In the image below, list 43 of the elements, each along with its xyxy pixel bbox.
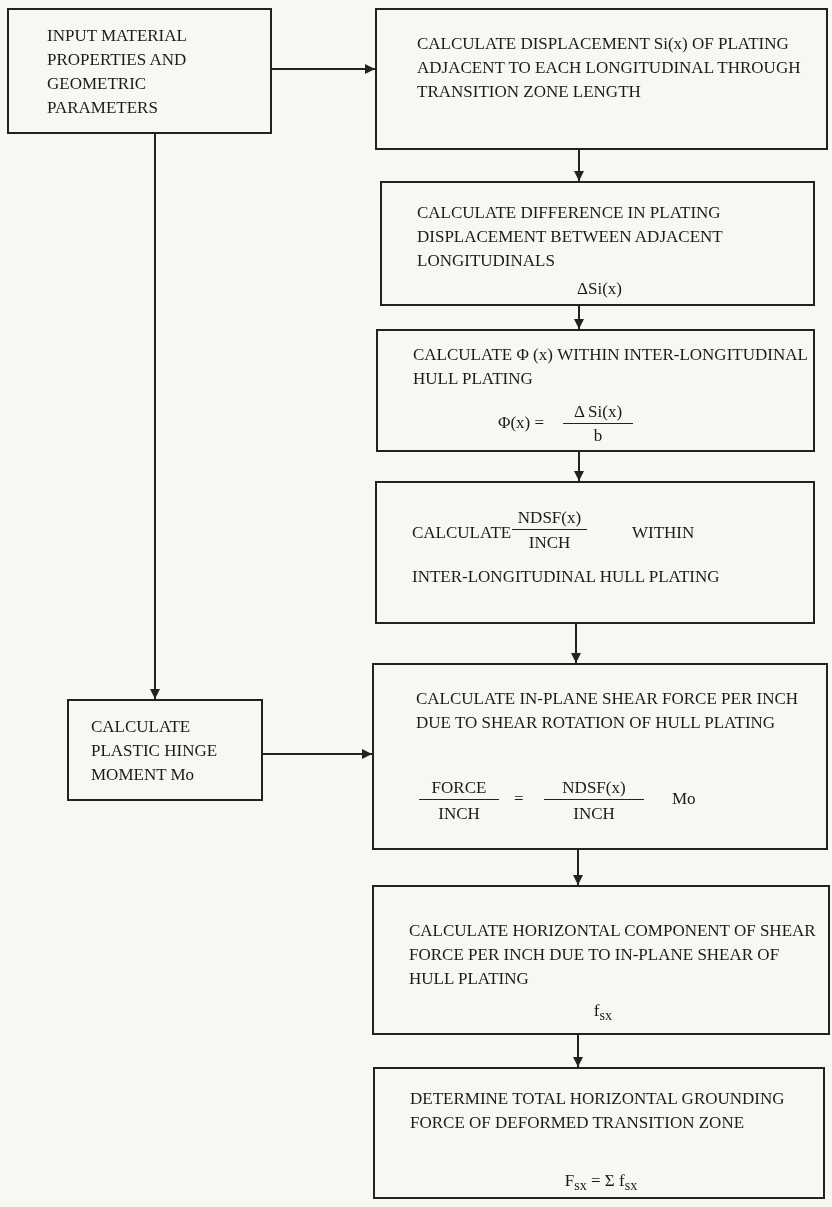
formula-text: CALCULATE: [412, 522, 512, 544]
formula-text: =: [514, 788, 524, 810]
arrow: [262, 749, 373, 759]
step-text: CALCULATE HORIZONTAL COMPONENT OF SHEAR FORCE PER INCH DUE TO IN-PLANE SHEAR OF HULL PLATING: [409, 920, 817, 990]
formula-text: ΔSi(x): [576, 278, 623, 300]
process-box: [67, 699, 263, 801]
arrow: [150, 133, 160, 700]
fraction-denominator: INCH: [437, 803, 481, 825]
process-box: [372, 663, 828, 850]
step-text: CALCULATE Φ (x) WITHIN INTER-LONGITUDINAL HULL PLATING: [413, 344, 808, 390]
arrow: [573, 849, 583, 886]
formula-text: F$_{sx}$ = Σ f$_{sx}$: [563, 1170, 639, 1196]
step-text: INPUT MATERIAL PROPERTIES AND GEOMETRIC PARAMETERS: [47, 25, 188, 119]
fraction-numerator: FORCE: [419, 777, 499, 800]
fraction-numerator: NDSF(x): [512, 507, 587, 530]
process-box: [375, 8, 828, 150]
formula-text: Mo: [672, 788, 696, 810]
step-text: INTER-LONGITUDINAL HULL PLATING: [412, 566, 721, 588]
arrow: [574, 451, 584, 482]
fraction-denominator: INCH: [527, 532, 572, 554]
arrow: [573, 1034, 583, 1068]
process-box: [7, 8, 272, 134]
arrow: [571, 623, 581, 664]
formula-text: f$_{sx}$: [592, 1000, 614, 1026]
formula-text: WITHIN: [632, 522, 695, 544]
formula-text: Φ(x) =: [498, 412, 545, 434]
arrow: [574, 305, 584, 330]
fraction-numerator: NDSF(x): [544, 777, 644, 800]
step-text: CALCULATE PLASTIC HINGE MOMENT Mo: [91, 716, 219, 786]
process-box: [375, 481, 815, 624]
step-text: CALCULATE DISPLACEMENT Si(x) OF PLATING ADJACENT TO EACH LONGITUDINAL THROUGH TRANSITION ZONE LENGTH: [417, 33, 802, 103]
process-box: [376, 329, 815, 452]
fraction-denominator: b: [592, 425, 604, 447]
arrow: [271, 64, 376, 74]
fraction-numerator: Δ Si(x): [563, 401, 633, 424]
fraction-denominator: INCH: [572, 803, 616, 825]
step-text: CALCULATE IN-PLANE SHEAR FORCE PER INCH DUE TO SHEAR ROTATION OF HULL PLATING: [416, 688, 800, 734]
process-box: [373, 1067, 825, 1199]
process-box: [380, 181, 815, 306]
process-box: [372, 885, 830, 1035]
step-text: DETERMINE TOTAL HORIZONTAL GROUNDING FORCE OF DEFORMED TRANSITION ZONE: [410, 1088, 786, 1134]
step-text: CALCULATE DIFFERENCE IN PLATING DISPLACEMENT BETWEEN ADJACENT LONGITUDINALS: [417, 202, 724, 272]
arrow: [574, 149, 584, 182]
